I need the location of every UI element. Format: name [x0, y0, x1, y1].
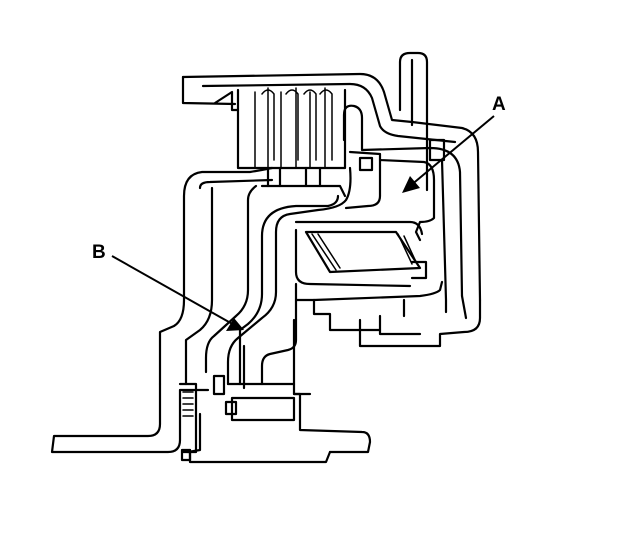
- filter-element: [294, 228, 428, 288]
- housing-outer: [342, 104, 482, 348]
- top-passage: [181, 72, 482, 302]
- label-a: A: [492, 94, 506, 115]
- inlet-pipe: [50, 382, 210, 454]
- coil-stack: [236, 87, 347, 198]
- arrow-b: [111, 255, 244, 331]
- lower-body: [180, 344, 372, 464]
- vent-pipe: [398, 51, 429, 192]
- outlet-channel: [312, 280, 444, 336]
- arrow-a: [402, 115, 495, 193]
- chamber-a: [294, 150, 436, 242]
- passage-b: [158, 166, 352, 386]
- label-b: B: [92, 242, 106, 263]
